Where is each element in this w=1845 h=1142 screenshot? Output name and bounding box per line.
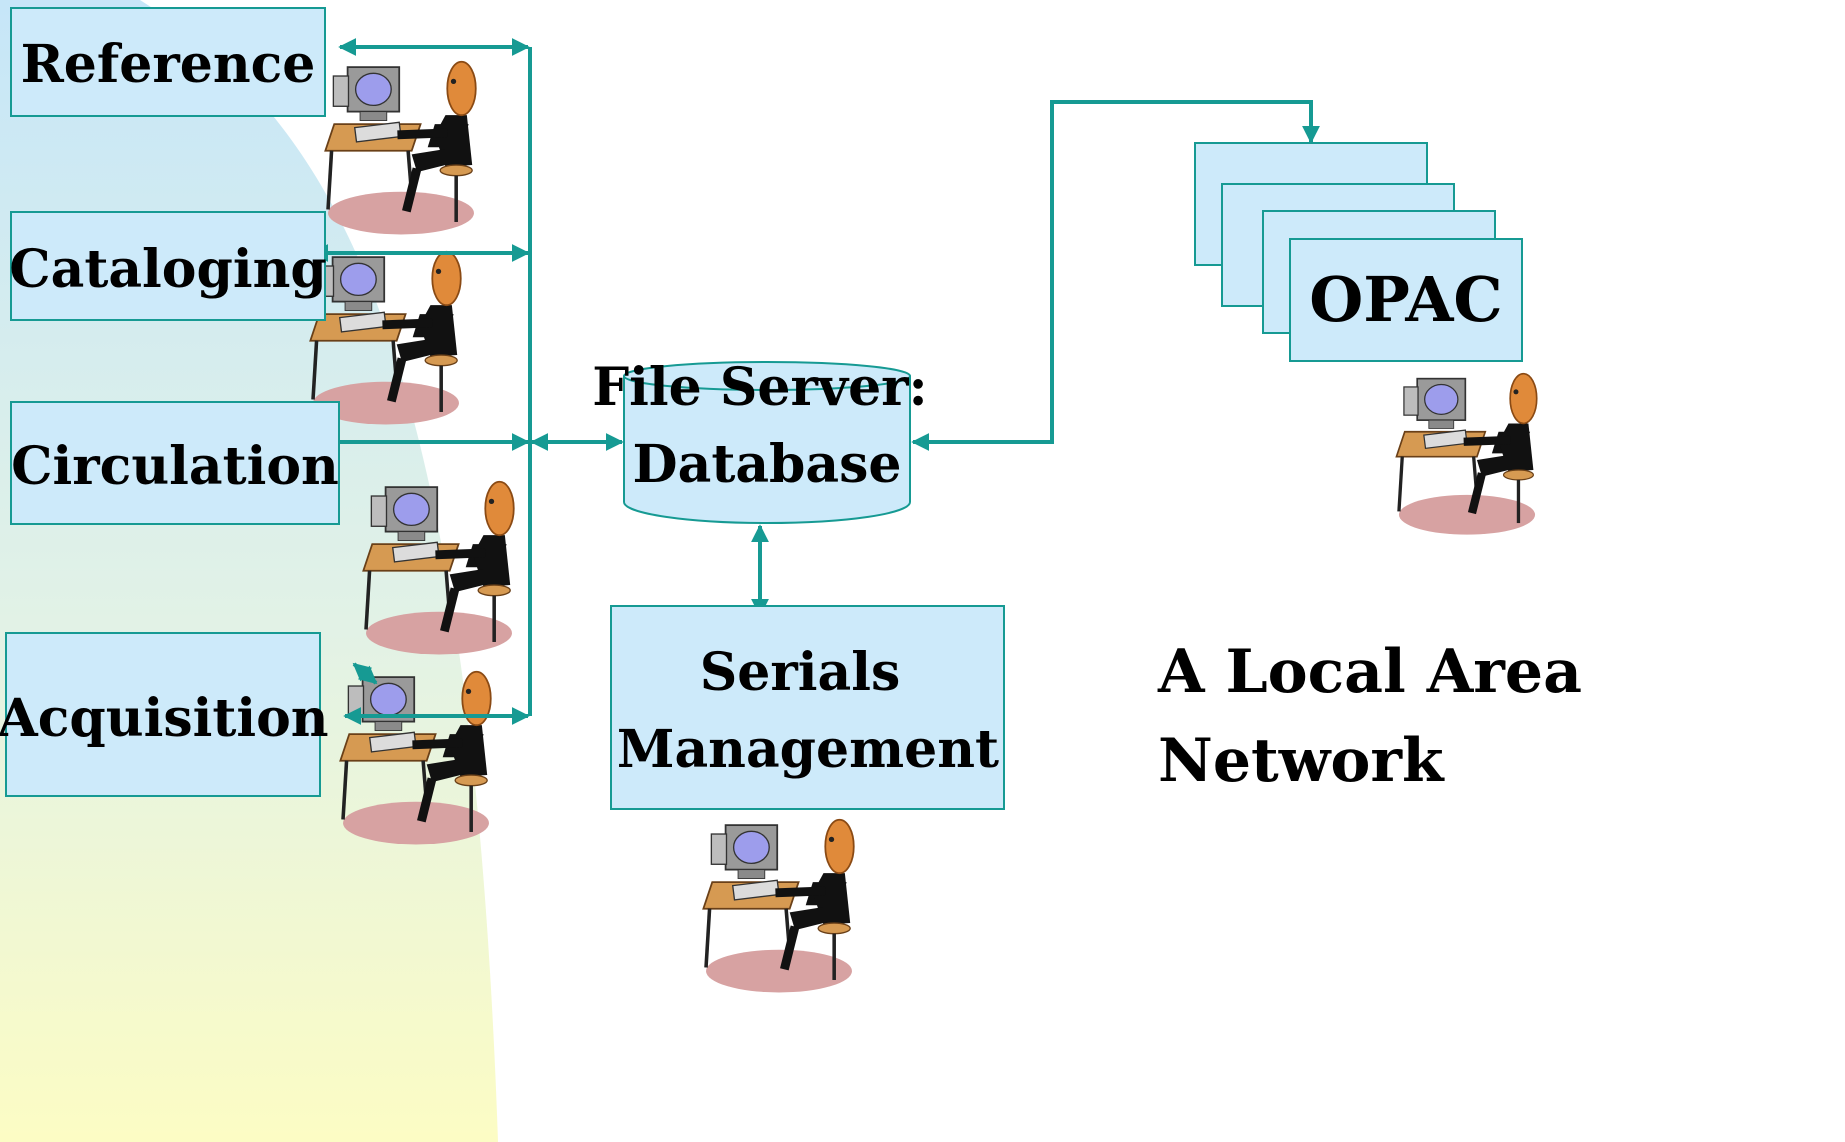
caption-line2: Network xyxy=(1158,726,1445,796)
department-circulation-label: Circulation xyxy=(11,436,339,497)
opac-terminals: OPAC xyxy=(1194,142,1523,362)
serials-management: Serials Management xyxy=(610,605,1005,810)
workstation-cataloging-icon xyxy=(310,252,460,425)
workstation-reference-icon xyxy=(325,62,475,235)
department-cataloging: Cataloging xyxy=(9,211,327,321)
department-circulation: Circulation xyxy=(10,401,340,525)
serials-line2: Management xyxy=(617,719,999,780)
department-reference: Reference xyxy=(10,7,326,117)
server-subtitle: Database xyxy=(633,434,902,495)
database-cylinder-icon xyxy=(623,376,911,524)
caption-line1: A Local Area xyxy=(1157,637,1582,707)
acquisition-small-connector xyxy=(352,662,378,685)
connector-lines xyxy=(310,38,1320,725)
department-acquisition-label: Acquisition xyxy=(0,688,329,749)
department-acquisition: Acquisition xyxy=(0,632,329,797)
workstation-circulation-icon xyxy=(363,482,513,655)
department-reference-label: Reference xyxy=(21,34,316,95)
workstation-serials-icon xyxy=(703,820,853,993)
file-server-database: File Server: Database xyxy=(592,357,928,524)
serials-line1: Serials xyxy=(700,642,901,703)
server-title: File Server: xyxy=(592,357,928,418)
workstation-opac-icon xyxy=(1396,374,1536,535)
opac-front-card xyxy=(1289,238,1523,362)
opac-label: OPAC xyxy=(1309,263,1503,336)
diagram-caption: A Local Area Network xyxy=(1157,637,1582,796)
opac-connector xyxy=(911,100,1320,451)
department-cataloging-label: Cataloging xyxy=(9,239,327,300)
